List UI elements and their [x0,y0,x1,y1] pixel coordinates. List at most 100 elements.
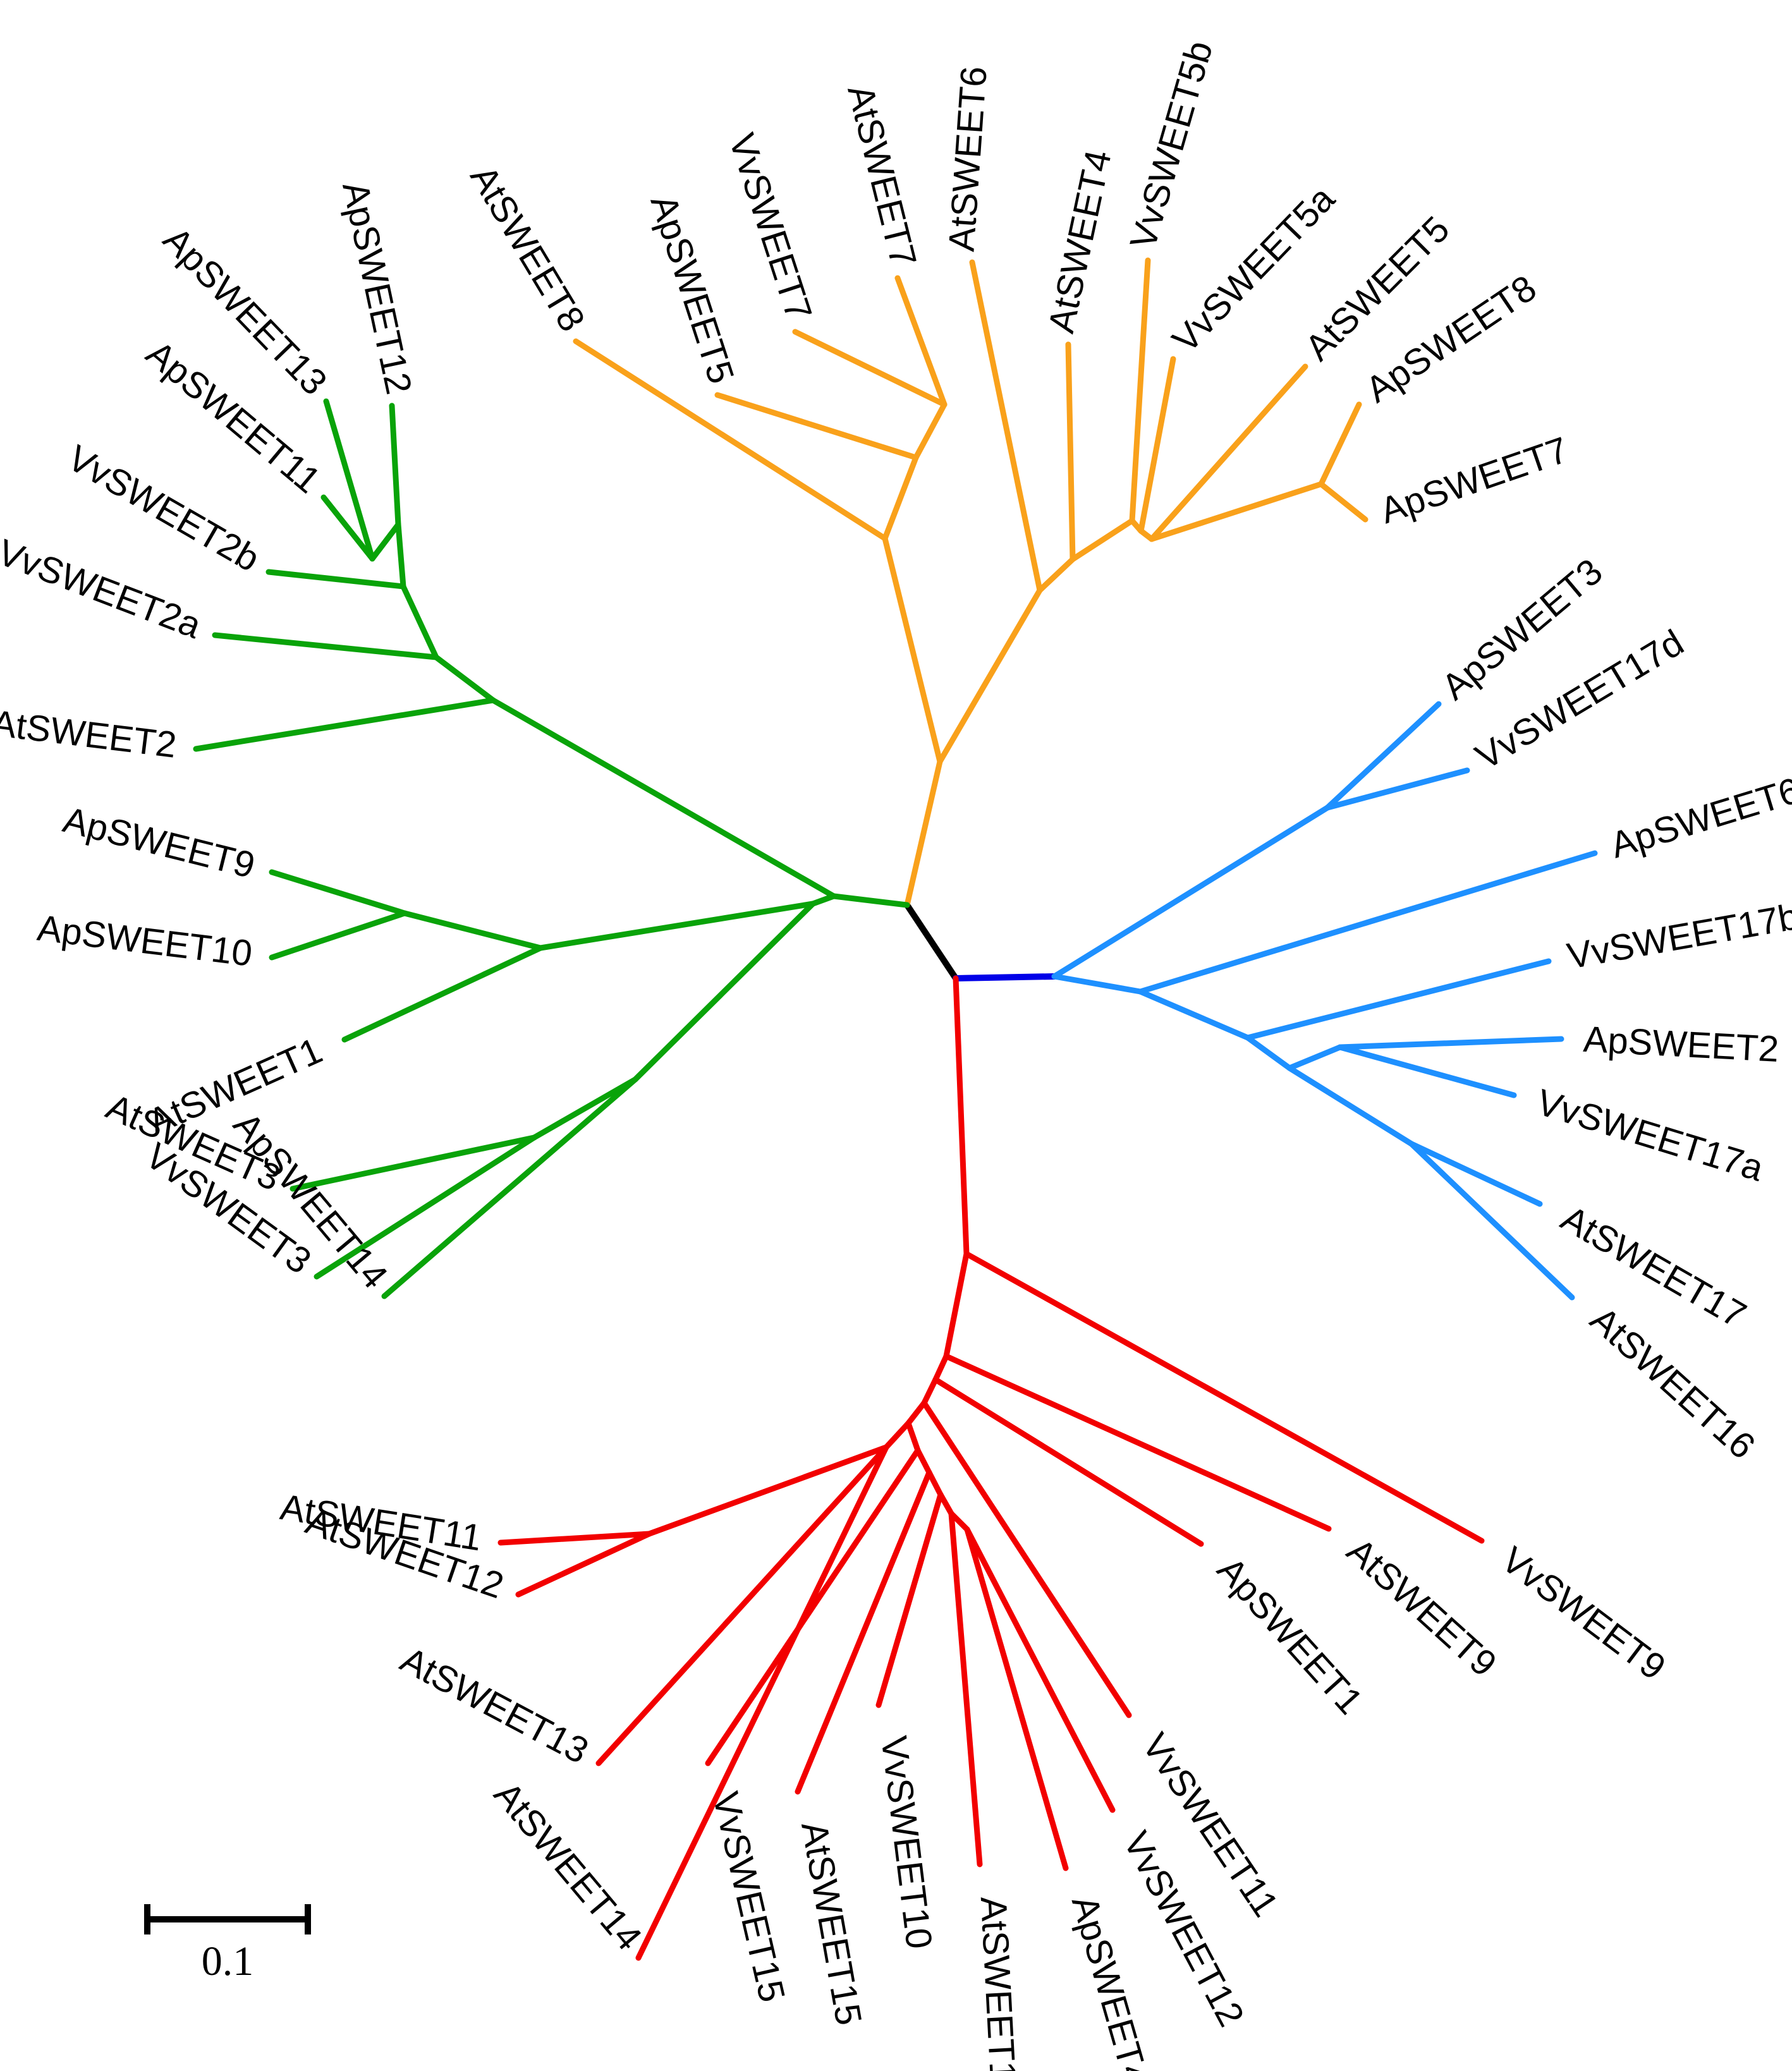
scale-bar-label: 0.1 [202,1938,254,1984]
branch-orange-22 [1318,481,1368,523]
branch-green-30 [395,521,406,590]
branch-green-25 [193,697,496,752]
branch-green-35 [810,893,837,907]
branch-green-28 [400,583,439,660]
branch-orange-7 [913,401,948,461]
tree-branches [193,257,1598,1961]
tip-label-ApSWEET5: ApSWEET5 [643,190,742,388]
branch-green-43 [531,1076,638,1141]
branch-green-39 [269,910,408,961]
tip-label-VvSWEET17b: VvSWEET17b [1564,896,1792,977]
branch-orange-15 [1129,257,1151,524]
branch-green-40 [341,945,544,1043]
tip-label-ApSWEET2: ApSWEET2 [1582,1019,1779,1070]
tip-label-VvSWEET2b: VvSWEET2b [61,437,267,580]
branch-red-85 [964,1526,1116,1813]
branch-red-77 [915,1447,932,1476]
branch-red-62 [943,1251,970,1359]
branch-green-31 [389,403,401,528]
tip-label-ApSWEET12: ApSWEET12 [334,178,420,398]
branch-green-44 [290,1134,537,1192]
tip-label-VvSWEET7: VvSWEET7 [721,128,820,325]
branch-orange-8 [792,329,948,408]
branch-red-65 [932,1376,1204,1547]
branch-blue-59 [1408,1141,1575,1301]
tip-label-AtSWEET2: AtSWEET2 [0,703,179,766]
branch-green-41 [632,901,816,1083]
branch-orange-17 [1138,356,1176,534]
tip-label-AtSWEET15: AtSWEET15 [793,1818,870,2028]
branch-orange-5 [882,454,919,542]
branch-green-37 [401,910,544,951]
tip-label-AtSWEET10: AtSWEET10 [973,1895,1025,2071]
branch-green-38 [269,869,408,916]
branch-red-76 [705,1447,921,1766]
tip-label-VvSWEET5b: VvSWEET5b [1122,37,1221,253]
branch-blue-58 [1408,1141,1543,1207]
branch-blue-48 [1324,767,1470,811]
tip-label-AtSWEET4: AtSWEET4 [1040,147,1119,336]
branch-orange-20 [1149,481,1324,542]
branch-blue-56 [1337,1044,1517,1098]
branch-green-32 [369,521,401,562]
branch-orange-14 [1070,518,1135,562]
tip-label-AtSWEET14: AtSWEET14 [486,1774,650,1958]
branch-blue-55 [1337,1036,1564,1050]
branch-red-66 [921,1376,939,1406]
branch-red-84 [964,1526,1069,1871]
branch-orange-2 [904,758,943,908]
branch-red-73 [595,1444,889,1766]
branch-red-82 [948,1510,983,1868]
branch-green-34 [320,494,375,562]
branch-black-0 [904,902,959,981]
tip-label-AtSWEET17: AtSWEET17 [1554,1198,1753,1336]
branch-red-70 [646,1444,889,1537]
branch-red-61 [963,1251,1485,1544]
scale-bar: 0.1 [144,1904,311,1984]
tip-label-VvSWEET2a: VvSWEET2a [0,531,207,647]
branch-darkblue-1 [953,973,1058,981]
tip-label-ApSWEET10: ApSWEET10 [35,908,255,975]
branch-orange-11 [969,259,1043,593]
branch-green-29 [265,569,406,590]
tip-label-ApSWEET7: ApSWEET7 [1375,429,1573,531]
branch-red-68 [905,1400,927,1426]
branch-red-79 [926,1469,944,1498]
branch-orange-19 [1149,363,1308,542]
branch-red-75 [905,1420,921,1454]
branch-blue-53 [1245,1035,1293,1071]
branch-red-64 [932,1353,949,1383]
branch-red-81 [937,1491,954,1517]
branch-blue-51 [1137,988,1251,1041]
branch-orange-4 [573,338,888,542]
branch-red-72 [515,1531,652,1598]
tip-label-VvSWEET9: VvSWEET9 [1494,1539,1673,1688]
branch-red-69 [883,1420,911,1450]
branch-orange-3 [882,535,943,765]
tip-label-VvSWEET17a: VvSWEET17a [1532,1081,1769,1189]
branch-orange-6 [714,392,919,461]
branch-red-67 [921,1400,1132,1718]
branch-blue-47 [1324,701,1442,811]
tip-label-ApSWEET6: ApSWEET6 [1606,770,1792,866]
branch-blue-46 [1051,805,1331,980]
tip-label-AtSWEET6: AtSWEET6 [941,65,994,253]
tip-label-ApSWEET4: ApSWEET4 [1064,1891,1157,2071]
tip-label-AtSWEET8: AtSWEET8 [462,159,593,339]
branch-blue-50 [1137,850,1598,995]
tip-label-ApSWEET1: ApSWEET1 [1209,1549,1370,1722]
branch-green-45 [314,1134,537,1280]
branch-green-42 [381,1076,638,1299]
tip-label-VvSWEET10: VvSWEET10 [873,1734,940,1951]
branch-red-71 [497,1531,652,1546]
branch-orange-10 [937,587,1043,765]
branch-blue-57 [1286,1065,1415,1147]
branch-orange-9 [894,275,948,408]
branch-orange-12 [1037,556,1076,593]
branch-green-26 [433,654,496,703]
branch-orange-21 [1318,401,1362,487]
branch-green-23 [831,893,910,908]
